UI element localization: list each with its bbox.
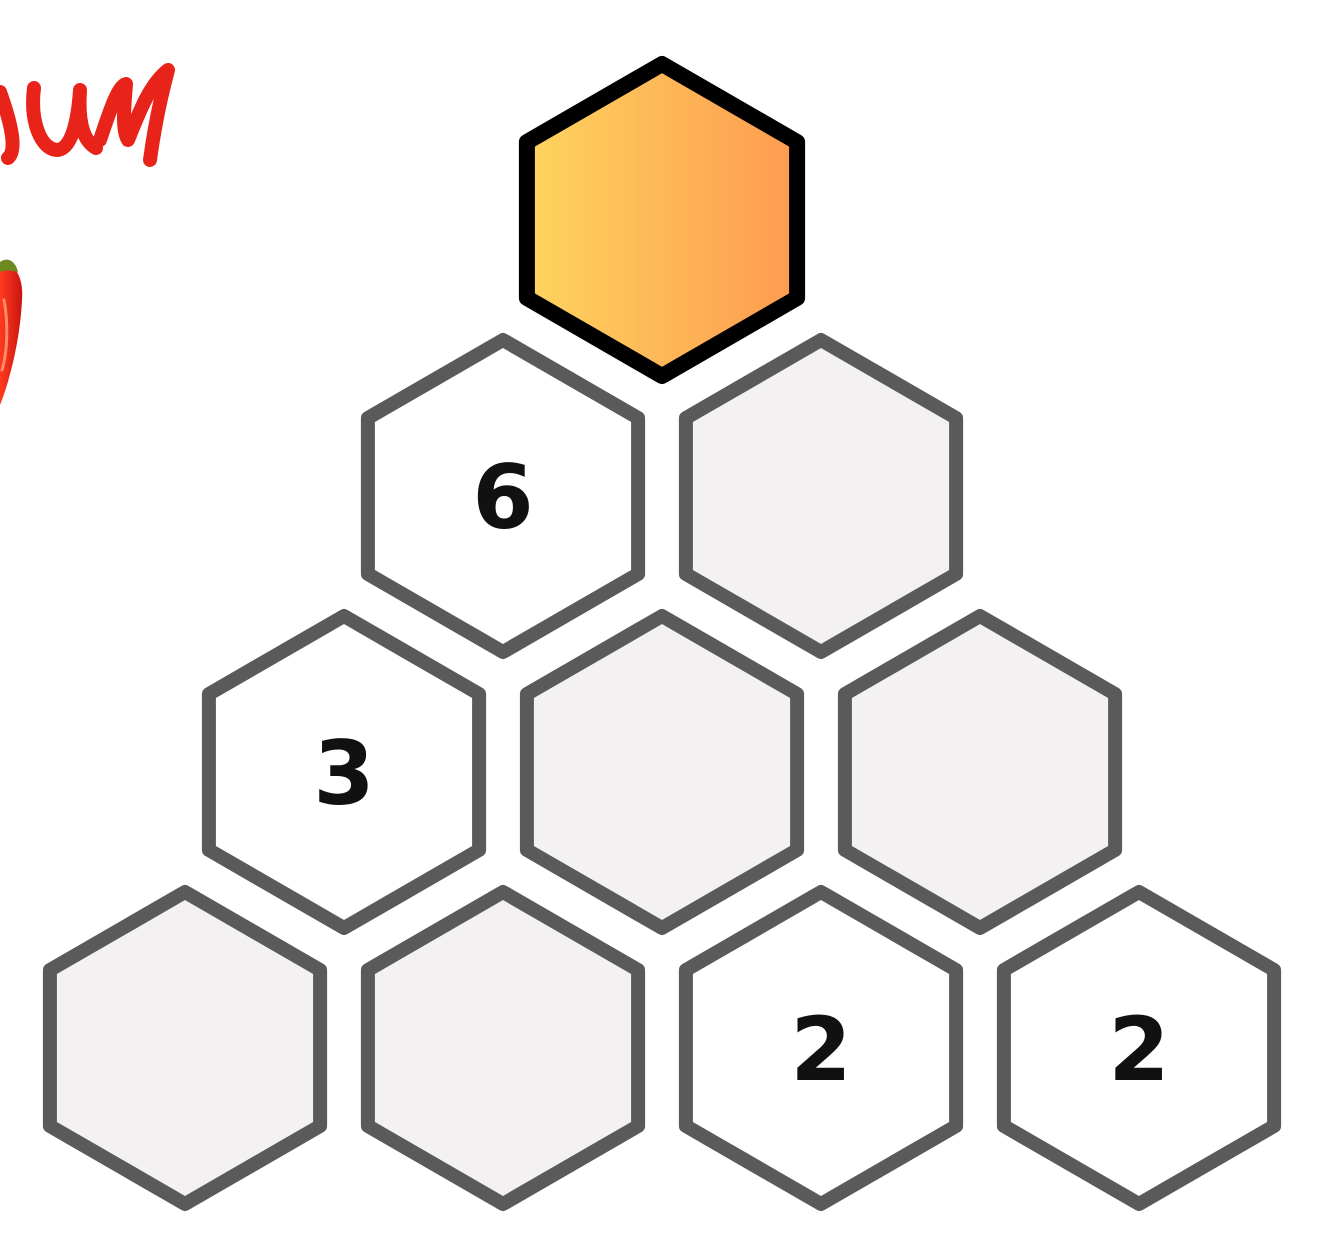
hex-shape	[527, 64, 797, 376]
hex-cell[interactable]	[686, 340, 956, 652]
cell-value: 2	[1108, 998, 1169, 1101]
cell-value: 3	[313, 722, 374, 825]
cell-value: 2	[790, 998, 851, 1101]
hex-shape	[50, 892, 320, 1204]
target-cell[interactable]	[527, 64, 797, 376]
chili-pepper-icon	[0, 260, 22, 405]
hex-shape	[527, 616, 797, 928]
hex-cell[interactable]: 2	[686, 892, 956, 1204]
hex-cell[interactable]	[368, 892, 638, 1204]
hex-cell[interactable]	[845, 616, 1115, 928]
cell-value: 6	[472, 446, 533, 549]
hex-shape	[686, 340, 956, 652]
hex-shape	[368, 892, 638, 1204]
hex-cell[interactable]	[527, 616, 797, 928]
brand-logo	[0, 70, 168, 160]
hex-cell[interactable]	[50, 892, 320, 1204]
hex-cell[interactable]: 2	[1004, 892, 1274, 1204]
hex-cell[interactable]: 3	[209, 616, 479, 928]
hex-cell[interactable]: 6	[368, 340, 638, 652]
hex-shape	[845, 616, 1115, 928]
